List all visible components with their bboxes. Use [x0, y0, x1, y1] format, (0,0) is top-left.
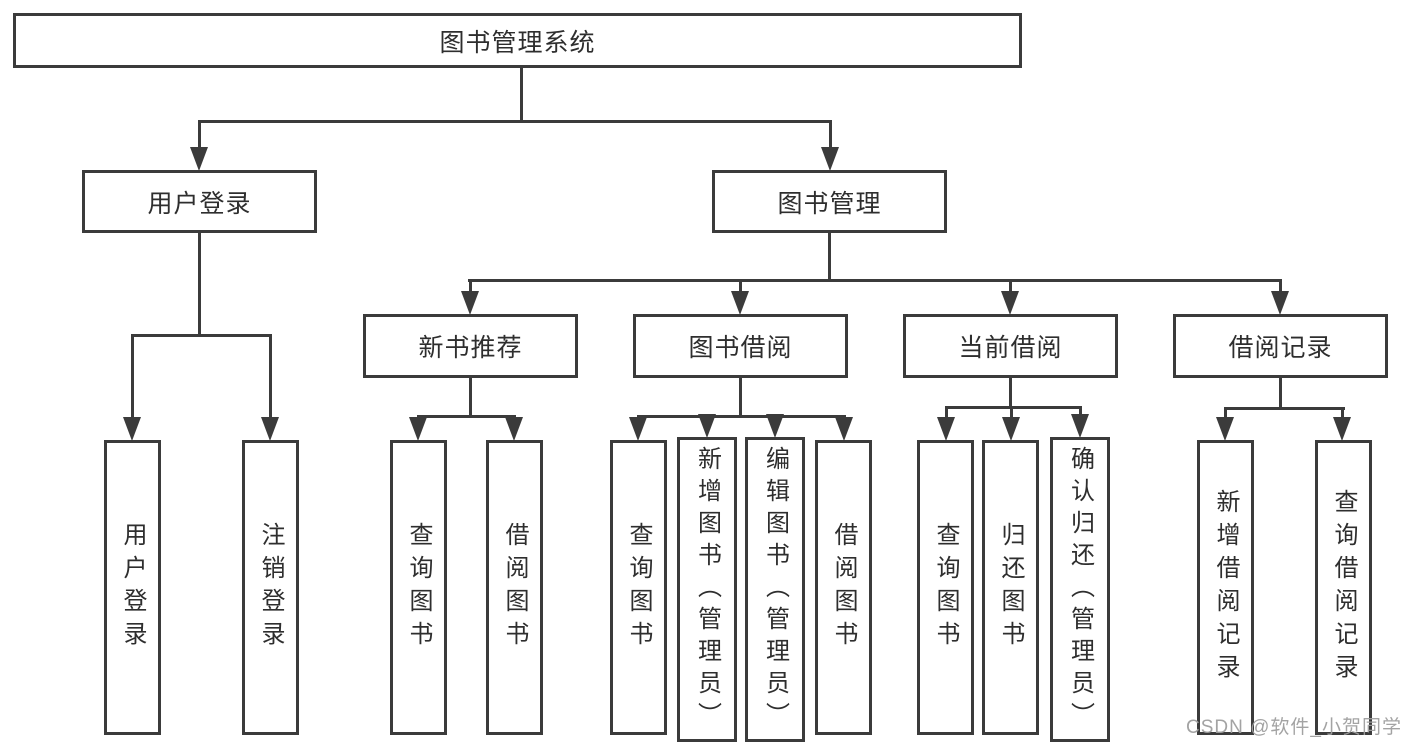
connector-line — [945, 406, 1082, 409]
node-root: 图书管理系统 — [13, 13, 1022, 68]
leaf-borrow-books: 借阅图书 — [815, 440, 872, 735]
connector-line — [269, 334, 272, 420]
connector-line — [198, 120, 832, 123]
leaf-user-login: 用户登录 — [104, 440, 161, 735]
connector-line — [637, 415, 846, 418]
connector-line — [1279, 378, 1282, 410]
connector-line — [198, 120, 201, 152]
arrow-down-icon — [461, 291, 479, 315]
arrow-down-icon — [1071, 414, 1089, 438]
connector-line — [1341, 407, 1344, 420]
arrow-down-icon — [835, 417, 853, 441]
leaf-label: 借阅图书 — [501, 521, 528, 654]
node-current-borrow: 当前借阅 — [903, 314, 1118, 378]
arrow-down-icon — [937, 417, 955, 441]
connector-line — [1079, 406, 1082, 420]
leaf-label: 新增图书（管理员） — [693, 445, 721, 734]
leaf-add-books-admin: 新增图书（管理员） — [677, 437, 737, 742]
connector-line — [829, 120, 832, 152]
arrow-down-icon — [698, 414, 716, 438]
node-borrow-records-label: 借阅记录 — [1228, 334, 1333, 362]
leaf-label: 查询图书 — [405, 521, 432, 654]
node-current-borrow-label: 当前借阅 — [958, 334, 1063, 362]
leaf-label: 用户登录 — [119, 521, 146, 654]
connector-line — [828, 233, 831, 282]
arrow-down-icon — [123, 417, 141, 441]
connector-line — [1010, 406, 1013, 420]
leaf-label: 借阅图书 — [830, 521, 857, 654]
node-root-label: 图书管理系统 — [439, 28, 596, 57]
leaf-label: 注销登录 — [257, 521, 284, 654]
leaf-edit-books-admin: 编辑图书（管理员） — [745, 437, 805, 742]
connector-line — [469, 378, 472, 418]
leaf-return-books: 归还图书 — [982, 440, 1039, 735]
arrow-down-icon — [261, 417, 279, 441]
connector-line — [1224, 407, 1345, 410]
connector-line — [417, 415, 516, 418]
arrow-down-icon — [505, 417, 523, 441]
connector-line — [131, 334, 134, 420]
node-new-book-recommend-label: 新书推荐 — [418, 334, 523, 362]
arrow-down-icon — [190, 147, 208, 171]
arrow-down-icon — [731, 291, 749, 315]
leaf-borrow-books-new: 借阅图书 — [486, 440, 543, 735]
arrow-down-icon — [766, 414, 784, 438]
node-new-book-recommend: 新书推荐 — [363, 314, 578, 378]
connector-line — [131, 334, 272, 337]
leaf-query-books-borrow: 查询图书 — [610, 440, 667, 735]
connector-line — [945, 406, 948, 420]
node-book-borrow: 图书借阅 — [633, 314, 848, 378]
connector-line — [469, 279, 472, 293]
leaf-label: 归还图书 — [997, 521, 1024, 654]
leaf-label: 查询借阅记录 — [1330, 488, 1357, 687]
connector-line — [198, 233, 201, 337]
leaf-label: 查询图书 — [625, 521, 652, 654]
connector-line — [520, 66, 523, 123]
leaf-label: 新增借阅记录 — [1212, 488, 1239, 687]
arrow-down-icon — [1002, 417, 1020, 441]
arrow-down-icon — [1001, 291, 1019, 315]
leaf-logout: 注销登录 — [242, 440, 299, 735]
leaf-label: 编辑图书（管理员） — [761, 445, 789, 734]
connector-line — [739, 378, 742, 418]
arrow-down-icon — [1216, 417, 1234, 441]
node-user-login-label: 用户登录 — [147, 189, 252, 218]
leaf-query-books-new: 查询图书 — [390, 440, 447, 735]
node-book-borrow-label: 图书借阅 — [688, 334, 793, 362]
node-book-management: 图书管理 — [712, 170, 947, 233]
arrow-down-icon — [1271, 291, 1289, 315]
connector-line — [468, 279, 1282, 282]
leaf-query-borrow-record: 查询借阅记录 — [1315, 440, 1372, 735]
connector-line — [739, 279, 742, 293]
arrow-down-icon — [629, 417, 647, 441]
node-book-management-label: 图书管理 — [777, 189, 882, 218]
leaf-confirm-return-admin: 确认归还（管理员） — [1050, 437, 1110, 742]
leaf-label: 确认归还（管理员） — [1066, 445, 1094, 734]
connector-line — [1224, 407, 1227, 420]
connector-line — [1279, 279, 1282, 293]
arrow-down-icon — [409, 417, 427, 441]
node-borrow-records: 借阅记录 — [1173, 314, 1388, 378]
connector-line — [1009, 378, 1012, 409]
node-user-login: 用户登录 — [82, 170, 317, 233]
leaf-label: 查询图书 — [932, 521, 959, 654]
csdn-watermark: CSDN @软件_小贺同学 — [1186, 717, 1402, 738]
leaf-add-borrow-record: 新增借阅记录 — [1197, 440, 1254, 735]
connector-line — [1009, 279, 1012, 293]
leaf-query-books-current: 查询图书 — [917, 440, 974, 735]
arrow-down-icon — [821, 147, 839, 171]
arrow-down-icon — [1333, 417, 1351, 441]
